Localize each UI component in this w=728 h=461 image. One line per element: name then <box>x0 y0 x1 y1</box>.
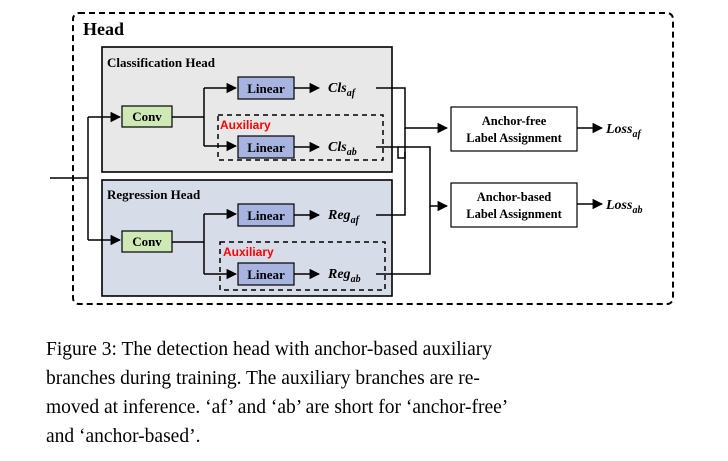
cls-conv-label: Conv <box>132 109 162 124</box>
reg-auxiliary-box <box>219 241 386 291</box>
caption-line-3: moved at inference. ‘af’ and ‘ab’ are sh… <box>46 397 509 418</box>
caption-line-1: Figure 3: The detection head with anchor… <box>46 339 492 360</box>
reg-auxiliary-label: Auxiliary <box>223 245 274 259</box>
caption-line-4: and ‘anchor-based’. <box>46 426 201 447</box>
cls-auxiliary-label: Auxiliary <box>220 118 271 132</box>
reg-ab-output: Regab <box>327 267 361 285</box>
linear-reg-af-label: Linear <box>247 208 285 223</box>
linear-cls-af-label: Linear <box>247 81 285 96</box>
cls-ab-route-cont <box>398 146 449 212</box>
reg-af-output: Regaf <box>327 208 361 226</box>
head-outer-box <box>72 12 674 305</box>
detection-head-diagram: Head Classification Head Regression Head… <box>50 12 674 305</box>
loss-af: Lossaf <box>605 122 642 140</box>
anchor-free-assignment-line1: Anchor-free <box>482 114 547 128</box>
caption-line-2: branches during training. The auxiliary … <box>46 368 480 389</box>
anchor-free-assignment-line2: Label Assignment <box>466 131 562 145</box>
loss-ab: Lossab <box>605 198 642 216</box>
classification-head-title: Classification Head <box>107 55 216 70</box>
figure-caption: Figure 3: The detection head with anchor… <box>46 335 698 451</box>
linear-reg-ab-label: Linear <box>247 267 285 282</box>
anchor-based-assignment-box <box>450 182 578 228</box>
head-title: Head <box>83 19 124 39</box>
regression-head-title: Regression Head <box>107 187 201 202</box>
anchor-based-assignment-line1: Anchor-based <box>477 190 552 204</box>
cls-af-route <box>376 87 449 134</box>
cls-auxiliary-box <box>217 114 384 161</box>
anchor-free-assignment-box <box>450 106 578 152</box>
cls-af-output: Clsaf <box>328 81 357 99</box>
linear-cls-ab-label: Linear <box>247 140 285 155</box>
cls-ab-route <box>376 146 406 159</box>
reg-ab-route <box>376 206 431 275</box>
cls-ab-output: Clsab <box>328 140 357 158</box>
anchor-based-assignment-line2: Label Assignment <box>466 207 562 221</box>
reg-conv-label: Conv <box>132 234 162 249</box>
